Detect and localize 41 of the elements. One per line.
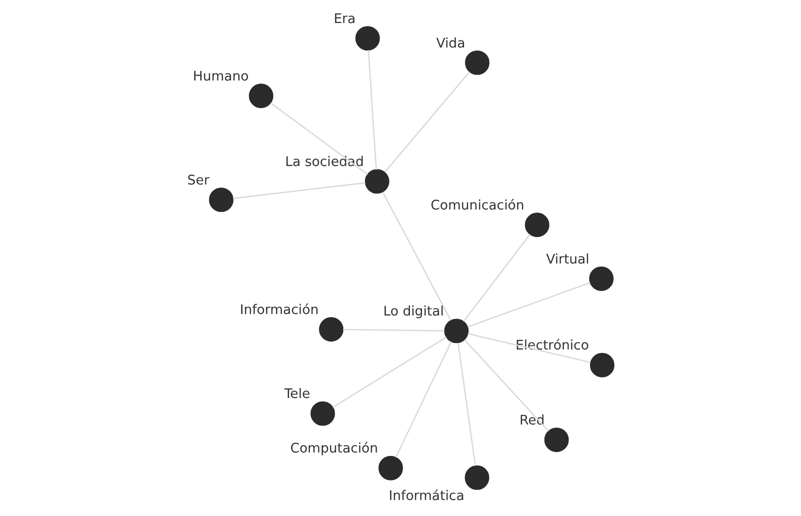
node-label: La sociedad	[285, 155, 364, 170]
node-label: Humano	[192, 69, 249, 84]
connector	[270, 102, 368, 175]
connector	[332, 336, 447, 408]
connector	[463, 234, 530, 322]
connector	[343, 328, 444, 332]
connector	[457, 342, 476, 466]
node-circle	[590, 352, 614, 378]
node-circle	[319, 317, 344, 342]
connector	[233, 182, 366, 200]
connector	[384, 72, 470, 173]
node-label: Información	[240, 302, 319, 318]
node-label: Red	[519, 413, 545, 428]
node-label: Virtual	[546, 252, 590, 268]
node-circle	[310, 401, 335, 426]
node-circle	[464, 465, 490, 490]
connector	[382, 192, 452, 321]
node-label: Electrónico	[516, 338, 589, 354]
node-circle	[378, 456, 403, 480]
connector	[464, 339, 550, 432]
node-label: Comunicación	[430, 198, 524, 214]
node-label: Computación	[290, 442, 378, 457]
connector	[468, 282, 590, 328]
node-circle	[209, 188, 234, 212]
connector	[468, 332, 591, 363]
node-label: Ser	[187, 173, 210, 188]
node-label: Informática	[388, 488, 464, 504]
node-circle	[589, 266, 614, 291]
node-label: Lo digital	[383, 304, 444, 320]
node-label: Era	[334, 12, 356, 27]
node-circle	[544, 428, 569, 452]
node-circle	[364, 169, 390, 194]
connector	[368, 50, 377, 170]
node-label: Vida	[436, 36, 466, 52]
node-circle	[524, 212, 550, 238]
node-circle	[248, 84, 274, 108]
node-circle	[444, 318, 469, 344]
node-label: Tele	[284, 387, 310, 402]
node-circle	[465, 50, 490, 75]
connector	[395, 341, 452, 458]
node-circle	[355, 26, 380, 51]
